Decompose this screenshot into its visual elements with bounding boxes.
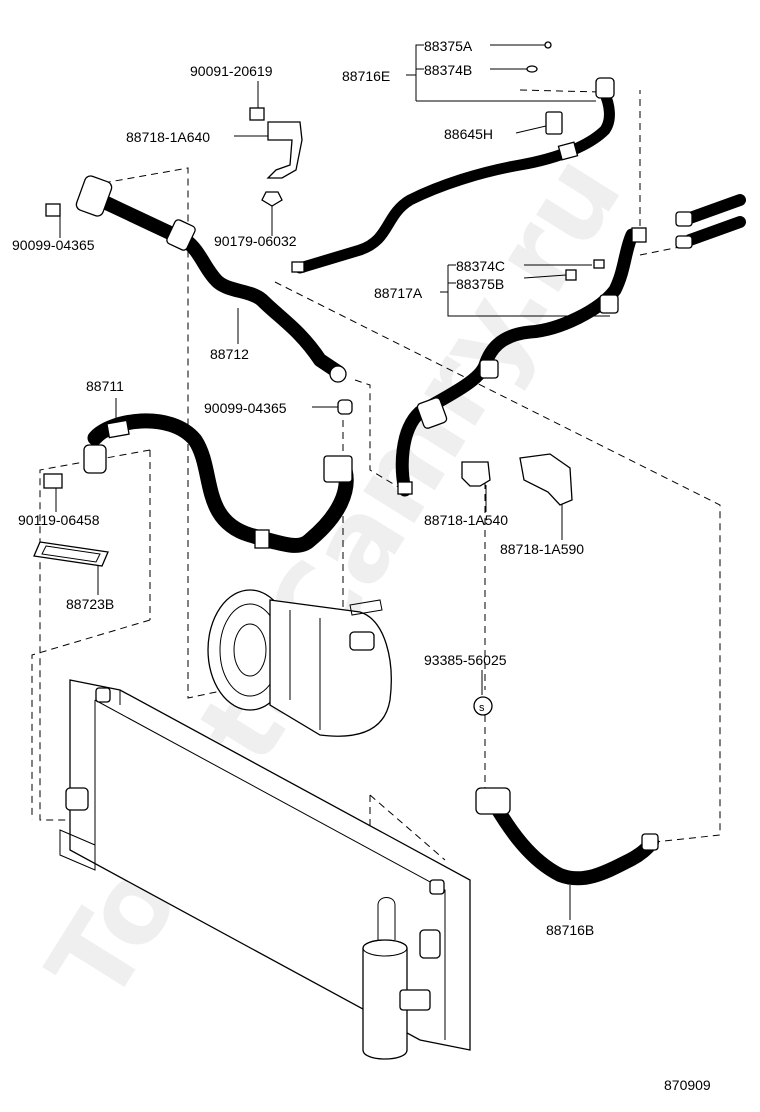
pipe-88712: [75, 175, 347, 383]
nut-90179: [261, 191, 283, 207]
label-90091-20619: 90091-20619: [190, 63, 273, 79]
label-88723B: 88723B: [66, 596, 114, 612]
o-ring-88375A: [544, 41, 552, 49]
pipe-88717A: [395, 227, 647, 497]
part-labels: 88375A 88374B 88716E 90091-20619 88718-1…: [12, 38, 711, 1093]
upper-right-fittings: [675, 194, 746, 249]
bolt-90099-mid: [337, 399, 353, 415]
o-ring-88374C: [593, 259, 605, 269]
label-88717A: 88717A: [374, 285, 423, 301]
small-parts: s: [33, 41, 605, 716]
o-ring-88374B: [526, 65, 538, 73]
label-90119-06458: 90119-06458: [18, 512, 100, 528]
label-88716E: 88716E: [342, 68, 390, 84]
pipe-88711: [83, 413, 354, 553]
receiver-dryer: [362, 897, 441, 1060]
gasket-88723B: [33, 541, 109, 567]
label-88718-1A590: 88718-1A590: [500, 541, 584, 557]
leader-lines: [55, 44, 610, 920]
pipe-88716B: [475, 787, 659, 886]
bracket-88718-1A590: [519, 453, 573, 506]
label-88712: 88712: [210, 346, 249, 362]
label-88375B: 88375B: [456, 276, 504, 292]
label-88716B: 88716B: [546, 922, 594, 938]
o-ring-93385-mark: s: [479, 702, 485, 714]
pipe-88716E: [291, 77, 615, 274]
label-90099-04365-top: 90099-04365: [12, 237, 95, 253]
diagram-code: 870909: [664, 1077, 711, 1093]
compressor: [207, 589, 392, 737]
label-88645H: 88645H: [444, 126, 493, 142]
label-88711: 88711: [86, 378, 124, 394]
label-88374C: 88374C: [456, 258, 505, 274]
bolt-90099-top: [45, 203, 61, 217]
label-93385-56025: 93385-56025: [424, 652, 507, 668]
clamp-88718-1A540: [461, 461, 491, 487]
label-88375A: 88375A: [424, 38, 473, 54]
bolt-90119: [43, 473, 63, 489]
label-90099-04365-mid: 90099-04365: [204, 400, 287, 416]
label-88718-1A640: 88718-1A640: [126, 129, 210, 145]
o-ring-88375B: [565, 269, 577, 281]
label-90179-06032: 90179-06032: [214, 233, 297, 249]
bolt-90091: [249, 107, 265, 121]
pressure-switch-88645H: [545, 111, 563, 135]
o-ring-93385: [473, 696, 493, 716]
label-88718-1A540: 88718-1A540: [424, 512, 508, 528]
clamp-88718-1A640: [266, 121, 303, 179]
label-88374B: 88374B: [424, 62, 472, 78]
